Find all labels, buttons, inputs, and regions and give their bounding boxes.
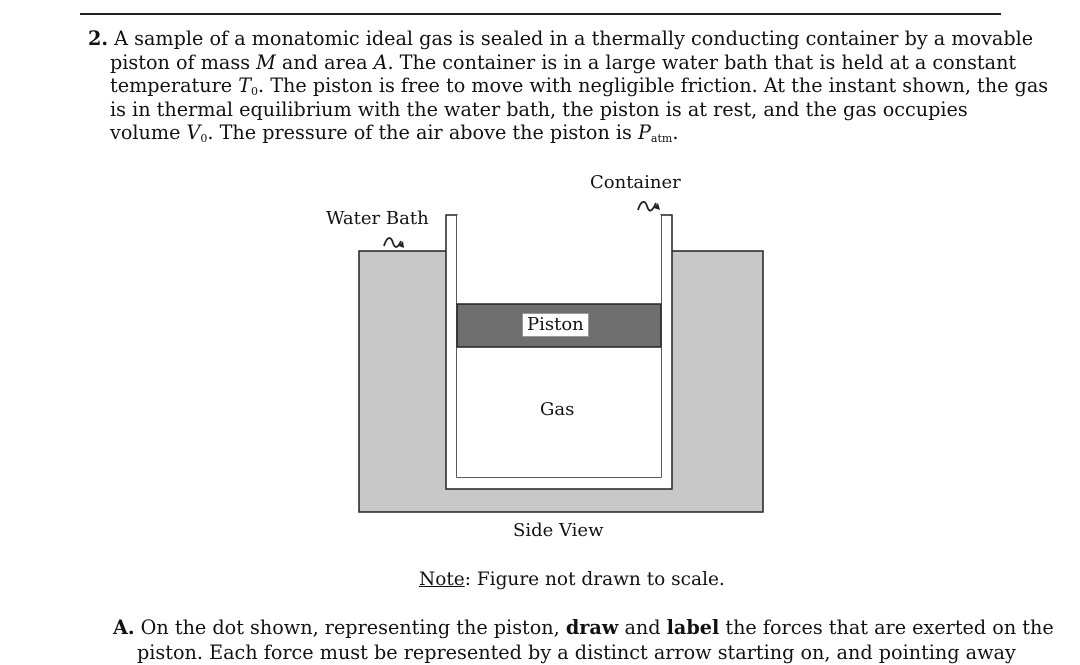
- question-number: 2.: [88, 27, 109, 50]
- part-a-next-line: piston. Each force must be represented b…: [137, 641, 1016, 664]
- question-2: 2. A sample of a monatomic ideal gas is …: [88, 27, 1048, 145]
- note-prefix: Note: [419, 569, 465, 590]
- water-bath: [358, 250, 764, 513]
- pressure-subscript: atm: [650, 132, 673, 145]
- air-region: [457, 215, 661, 304]
- part-a-emphasis: draw: [565, 616, 619, 639]
- part-a-prompt: A. On the dot shown, representing the pi…: [113, 615, 1054, 640]
- temperature-variable: T: [238, 74, 252, 97]
- part-a-text: On the dot shown, representing the pisto…: [134, 616, 566, 639]
- part-a-text: the forces that are exerted on the: [719, 616, 1054, 639]
- water-bath-label: Water Bath: [326, 208, 429, 229]
- q-text: is in thermal equilibrium with the water…: [110, 97, 968, 121]
- view-caption: Side View: [513, 520, 604, 541]
- part-a-emphasis: label: [666, 616, 720, 639]
- q-text: .: [672, 121, 679, 144]
- volume-subscript: 0: [200, 132, 208, 145]
- temperature-subscript: 0: [251, 85, 259, 98]
- q-text: volume: [110, 121, 187, 144]
- figure-note: Note: Figure not drawn to scale.: [419, 569, 725, 590]
- water-bath-pointer-icon: [383, 237, 402, 248]
- q-text: and area: [275, 50, 374, 74]
- question-line-4: is in thermal equilibrium with the water…: [88, 98, 1008, 122]
- part-a-text: and: [618, 616, 667, 639]
- container-label: Container: [590, 172, 681, 193]
- question-line-2: piston of mass M and area A. The contain…: [88, 50, 1016, 75]
- q-text: piston of mass: [110, 50, 257, 74]
- pressure-variable: P: [637, 121, 651, 144]
- question-line-5: volume V0. The pressure of the air above…: [88, 121, 1008, 145]
- question-line-1: 2. A sample of a monatomic ideal gas is …: [88, 27, 1033, 51]
- q-text: temperature: [110, 74, 239, 97]
- question-text-1: A sample of a monatomic ideal gas is sea…: [114, 27, 1034, 50]
- container-arrowhead-icon: [654, 203, 660, 210]
- gas-label: Gas: [540, 399, 575, 420]
- note-text: : Figure not drawn to scale.: [464, 569, 725, 590]
- area-variable: A: [373, 50, 388, 74]
- volume-variable: V: [186, 121, 201, 144]
- question-line-3: temperature T0. The piston is free to mo…: [88, 74, 1048, 98]
- q-text: . The pressure of the air above the pist…: [207, 121, 638, 144]
- mass-variable: M: [256, 50, 276, 74]
- top-rule: [80, 13, 1001, 15]
- water-bath-arrowhead-icon: [399, 241, 404, 248]
- q-text: . The piston is free to move with neglig…: [258, 74, 1049, 97]
- q-text: . The container is in a large water bath…: [387, 50, 1017, 74]
- part-a-letter: A.: [113, 616, 135, 639]
- container-pointer-icon: [637, 201, 657, 212]
- piston-label: Piston: [522, 313, 589, 337]
- container-wall: [445, 214, 673, 490]
